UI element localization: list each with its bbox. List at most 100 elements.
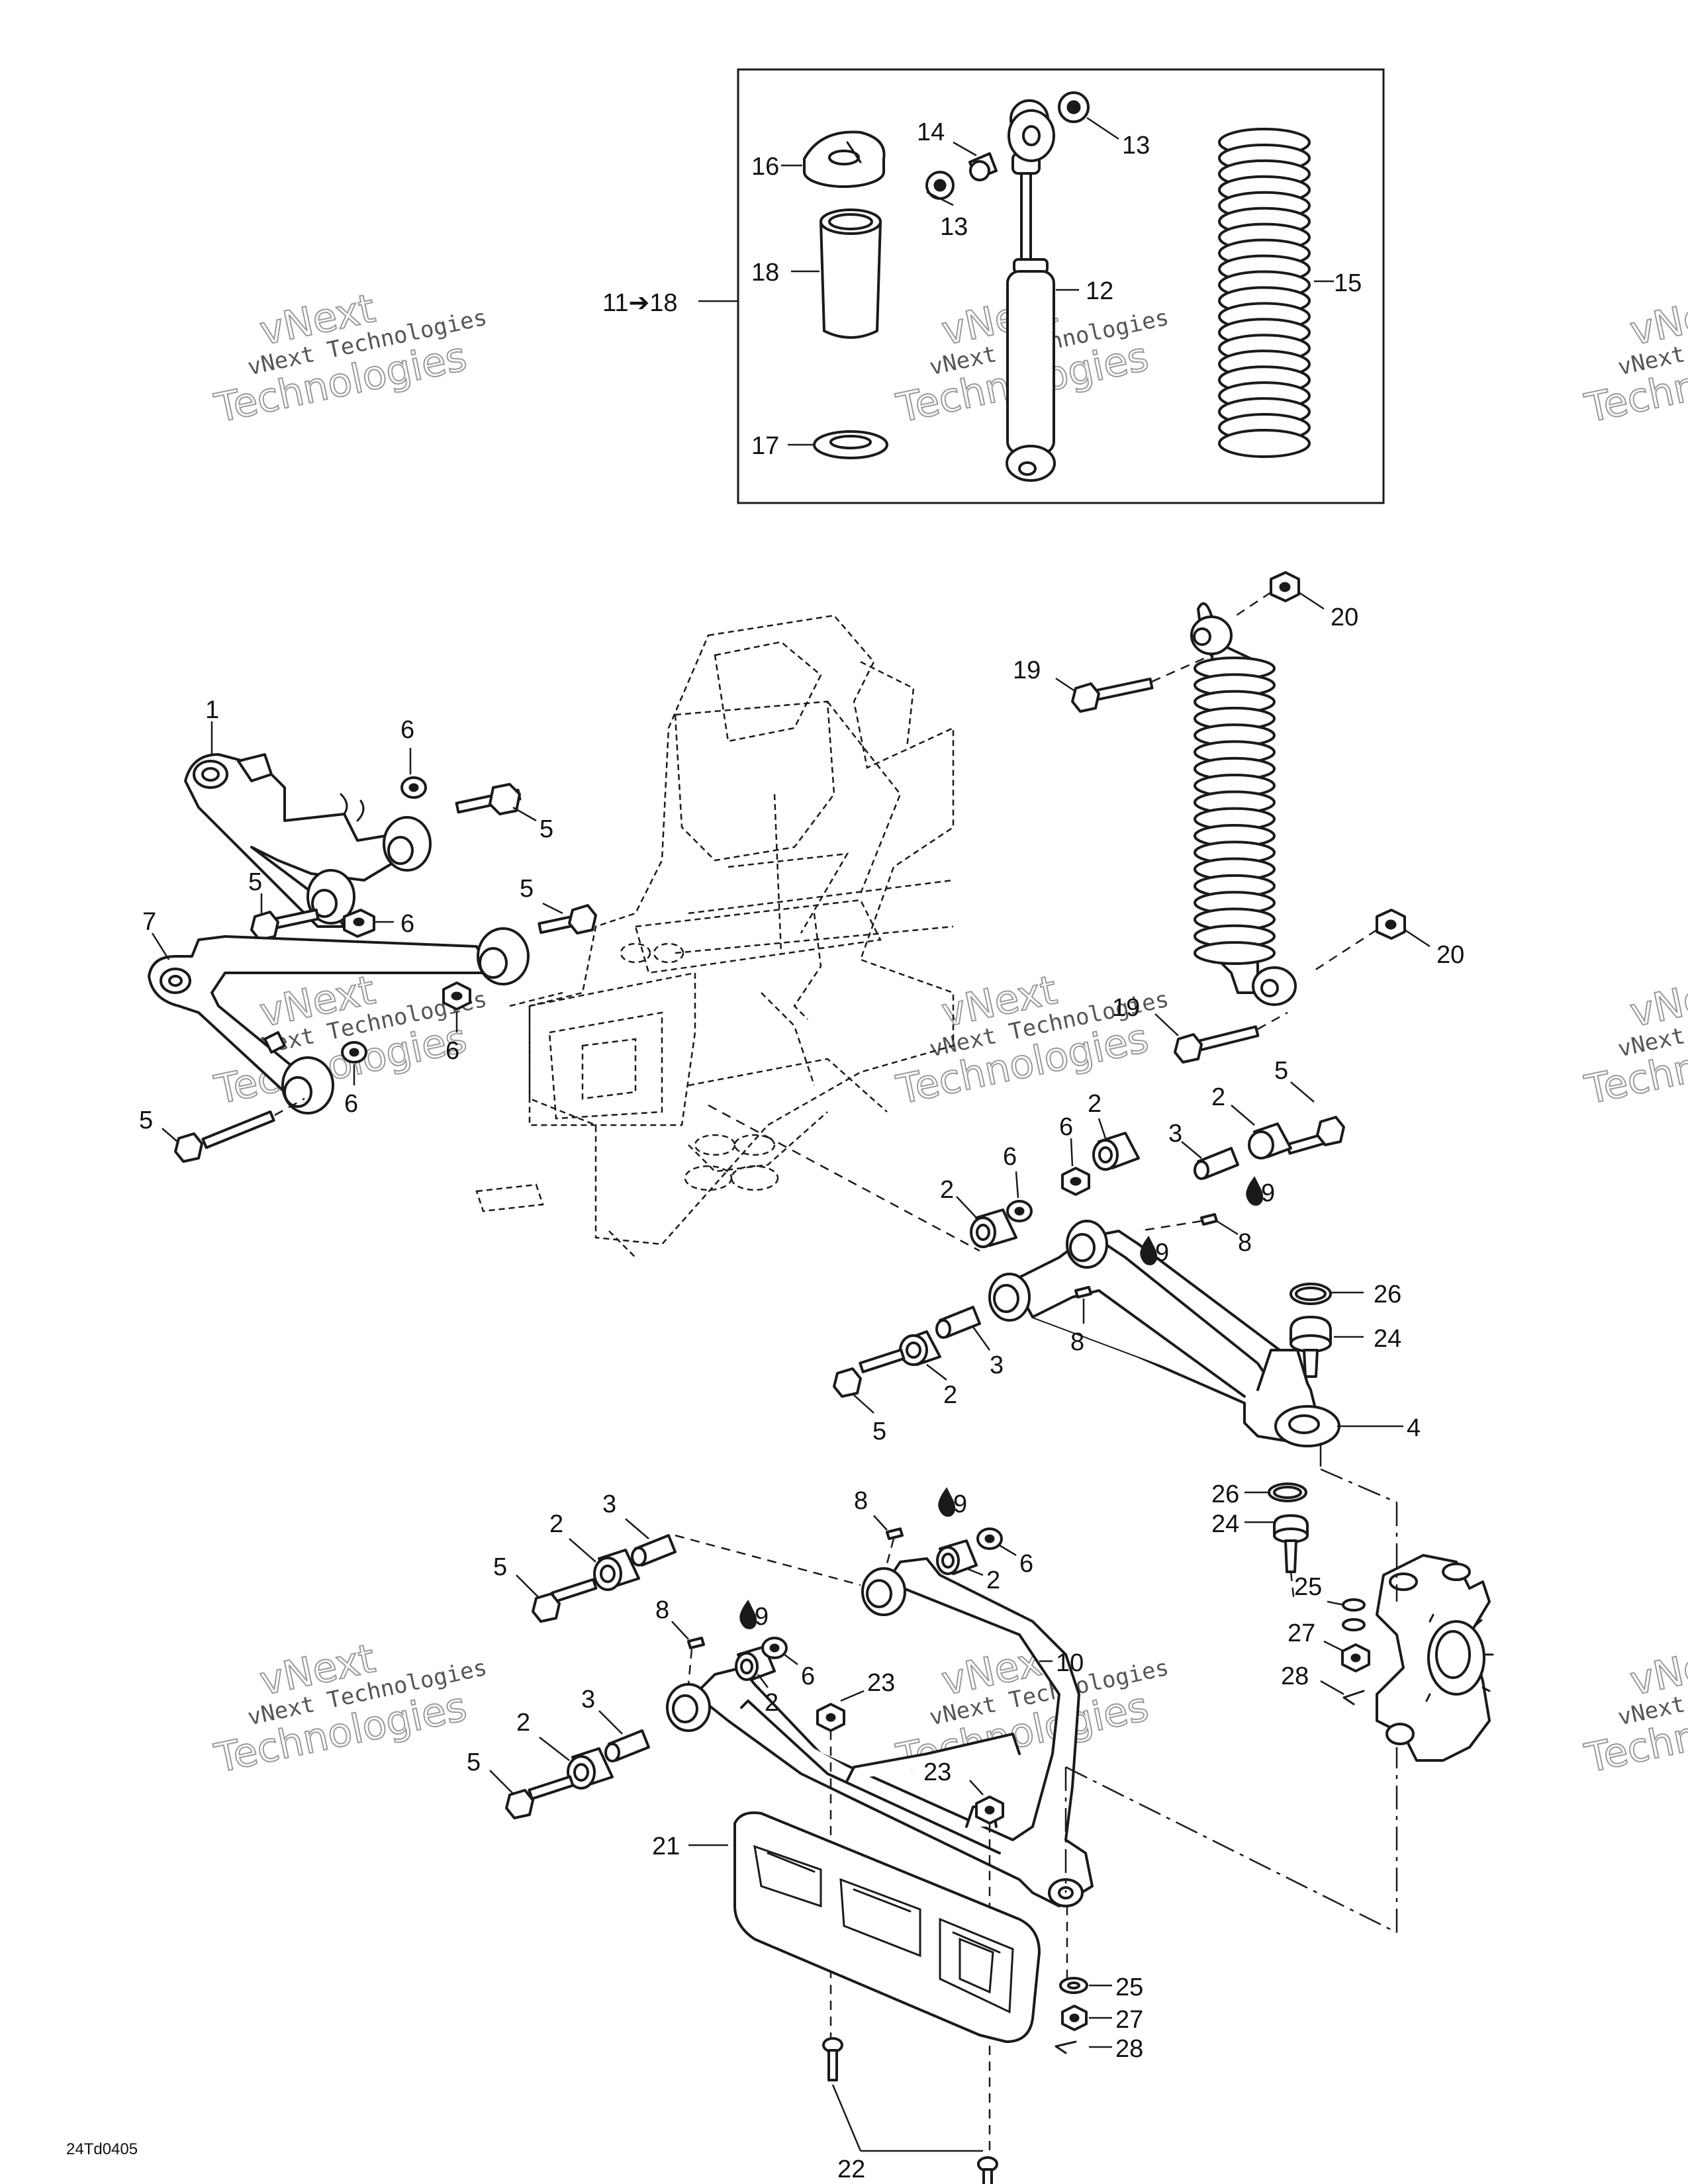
lower-arm-4 (988, 1220, 1340, 1447)
nut-6 (1061, 1167, 1090, 1196)
ball-joint-24 (1273, 1514, 1309, 1573)
screw-22 (977, 2156, 998, 2184)
bushing-2 (593, 1549, 640, 1591)
callout-8c: 8 (854, 1487, 868, 1515)
callout-2e: 2 (549, 1510, 563, 1538)
callout-6e: 6 (1059, 1113, 1073, 1141)
grease-fitting-8 (886, 1527, 904, 1540)
callout-5e: 5 (1274, 1057, 1288, 1085)
spring-coil (1194, 941, 1276, 965)
callout-13b: 13 (940, 213, 968, 241)
sleeve-14 (968, 152, 998, 181)
callout-6g: 6 (1019, 1550, 1033, 1578)
callout-22: 22 (837, 2156, 865, 2183)
callout-2a: 2 (1211, 1083, 1225, 1111)
callout-9d: 9 (755, 1603, 769, 1631)
callout-17: 17 (751, 432, 779, 460)
callout-5a: 5 (539, 815, 553, 843)
grease-icon (938, 1487, 956, 1517)
watermark-edge: vNext vNext Technologies Technologies (1580, 1635, 1688, 1783)
bushing-13-top (1058, 91, 1090, 123)
bolt-5 (1286, 1116, 1345, 1155)
sleeve-3 (631, 1534, 677, 1567)
nut-20 (1376, 909, 1406, 940)
watermark-edge: vNext vNext Technologies Technologies (1580, 966, 1688, 1115)
bushing-2 (1092, 1132, 1140, 1171)
callout-28b: 28 (1115, 2035, 1143, 2063)
grease-icon (1140, 1236, 1158, 1265)
watermark: vNext vNext Technologies Technologies (892, 966, 1171, 1115)
bushing-2 (899, 1330, 941, 1366)
kit-frame (737, 68, 1385, 504)
steering-knuckle (1376, 1554, 1494, 1762)
callout-kit: 11➔18 (602, 289, 678, 317)
callout-3a: 3 (1168, 1120, 1182, 1148)
callout-27a: 27 (1288, 1619, 1315, 1647)
bolt-5 (505, 1775, 575, 1819)
bushing-2 (1248, 1122, 1292, 1160)
shock-top-eye-hole (1193, 627, 1211, 646)
nut-23 (975, 1796, 1004, 1825)
callout-8a: 8 (1238, 1229, 1252, 1257)
washer-17 (813, 430, 888, 459)
bolt-5 (174, 1110, 275, 1163)
callout-13a: 13 (1122, 132, 1150, 159)
callout-5b: 5 (248, 868, 262, 896)
callout-2d: 2 (943, 1381, 957, 1409)
drawing-code: 24Td0405 (66, 2140, 138, 2158)
shock-assembly (1190, 602, 1297, 1006)
shock-absorber-12 (1006, 99, 1056, 482)
callout-2h: 2 (516, 1709, 530, 1737)
callout-8d: 8 (655, 1596, 669, 1624)
sleeve-3 (604, 1729, 650, 1762)
callout-6c: 6 (445, 1037, 459, 1065)
washer-25 (1342, 1598, 1366, 1631)
callout-18: 18 (751, 259, 779, 287)
callout-12: 12 (1086, 277, 1113, 305)
callout-3b: 3 (990, 1351, 1004, 1379)
sleeve-18 (820, 208, 882, 339)
watermark: vNext vNext Technologies Technologies (210, 1635, 489, 1783)
grease-fitting-8 (1200, 1213, 1218, 1226)
screw-22 (822, 2037, 843, 2081)
vehicle-frame (475, 614, 980, 1258)
sleeve-3 (935, 1306, 981, 1339)
callout-8b: 8 (1070, 1328, 1084, 1356)
nut-6 (343, 909, 375, 938)
callout-9a: 9 (1261, 1179, 1275, 1207)
snap-ring-26 (1289, 1283, 1332, 1305)
callout-14: 14 (917, 118, 945, 146)
bolt-5 (833, 1348, 906, 1398)
callout-2c: 2 (940, 1176, 954, 1204)
callout-2g: 2 (765, 1689, 778, 1717)
callout-27b: 27 (1115, 2006, 1143, 2034)
bolt-5 (538, 904, 597, 934)
callout-25a: 25 (1294, 1573, 1322, 1601)
callout-2f: 2 (986, 1567, 1000, 1594)
callout-23a: 23 (867, 1669, 895, 1697)
callout-21: 21 (652, 1833, 680, 1860)
nut-27 (1061, 2005, 1088, 2031)
callout-19a: 19 (1013, 657, 1041, 684)
callout-26b: 26 (1211, 1480, 1239, 1508)
bushing-2 (936, 1539, 978, 1575)
callout-15: 15 (1334, 269, 1362, 297)
callout-4: 4 (1407, 1414, 1421, 1442)
callout-3c: 3 (602, 1490, 616, 1518)
washer-25 (1059, 1977, 1088, 1994)
callout-28a: 28 (1281, 1662, 1309, 1690)
cotter-pin-28 (1055, 2040, 1077, 2054)
spring-coil (1218, 429, 1311, 458)
sleeve-3 (1194, 1147, 1239, 1180)
callout-26a: 26 (1374, 1281, 1401, 1308)
lower-arm-10 (666, 1557, 1094, 1907)
callout-6d: 6 (344, 1090, 358, 1118)
bushing-2 (567, 1747, 614, 1790)
callout-25b: 25 (1115, 1974, 1143, 2001)
grease-icon (1246, 1176, 1264, 1206)
nut-27 (1341, 1643, 1370, 1672)
grease-fitting-8 (1074, 1286, 1092, 1298)
callout-5h: 5 (467, 1749, 481, 1776)
callout-5f: 5 (872, 1418, 886, 1445)
